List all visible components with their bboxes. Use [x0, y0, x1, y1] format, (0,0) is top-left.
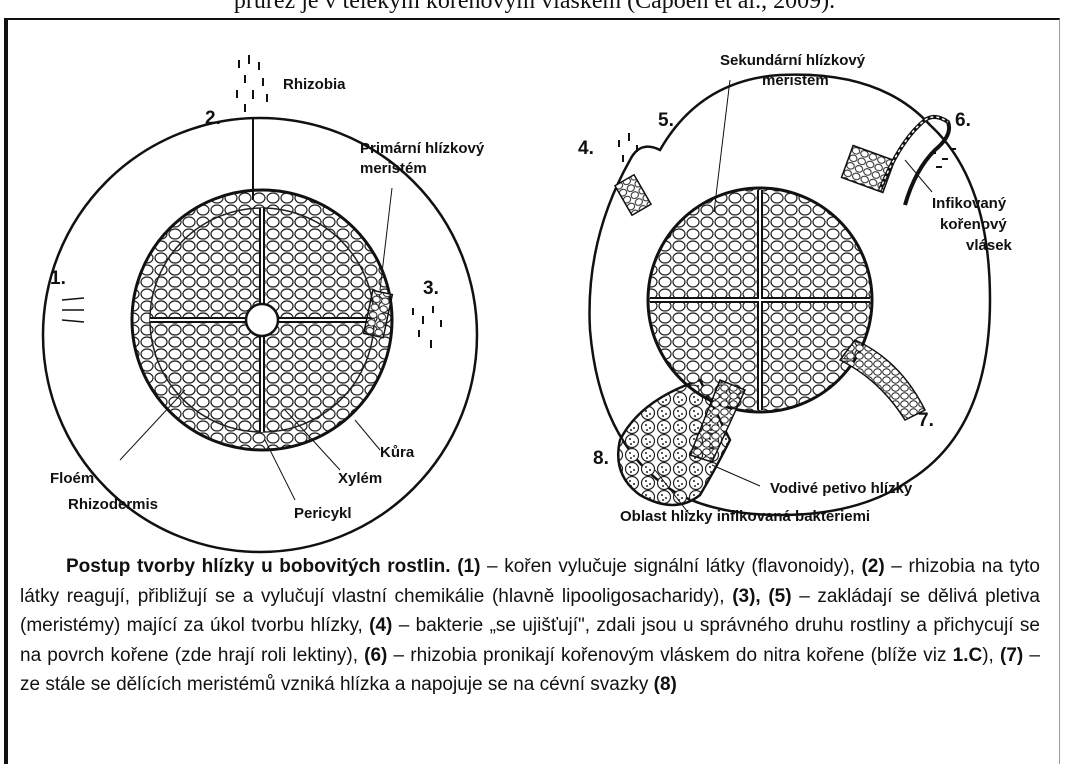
caption-m6: (6) [364, 645, 387, 666]
caption-m4: (4) [369, 615, 392, 636]
caption-t1: – kořen vylučuje signální látky (flavono… [480, 556, 861, 577]
floem-label: Floém [50, 470, 94, 487]
vodive-petivo-label: Vodivé petivo hlízky [770, 480, 912, 497]
rhizobia-dots-top [236, 55, 268, 112]
infected-hair-label-2: kořenový [940, 216, 1007, 233]
caption-title: Postup tvorby hlízky u bobovitých rostli… [66, 556, 451, 577]
step-number-8: 8. [593, 448, 609, 470]
caption-m3: (3), (5) [732, 586, 791, 607]
pericykl-label: Pericykl [294, 505, 352, 522]
secondary-meristem-label-1: Sekundární hlízkový [720, 52, 865, 69]
caption-m1: (1) [457, 556, 480, 577]
infected-hair-label-1: Infikovaný [932, 195, 1006, 212]
primary-meristem-label-1: Primární hlízkový [360, 140, 484, 157]
step-number-6: 6. [955, 110, 971, 132]
caption-m2: (2) [861, 556, 884, 577]
rhizobia-label: Rhizobia [283, 76, 346, 93]
caption-t6: – rhizobia pronikají kořenovým vláskem d… [387, 645, 952, 666]
step-number-3: 3. [423, 278, 439, 300]
secondary-meristem-label-2: meristém [762, 72, 829, 89]
figure-caption: Postup tvorby hlízky u bobovitých rostli… [20, 552, 1040, 700]
oblast-label: Oblast hlízky infikovaná bakteriemi [620, 508, 870, 525]
step-number-7: 7. [918, 410, 934, 432]
right-nodule-section [590, 75, 991, 515]
caption-m8: (8) [654, 674, 677, 695]
xylem-label: Xylém [338, 470, 382, 487]
primary-meristem-label-2: meristém [360, 160, 427, 177]
step-number-1: 1. [50, 268, 66, 290]
caption-tref: ), [982, 645, 1000, 666]
left-root-section [43, 55, 477, 552]
step-number-5: 5. [658, 110, 674, 132]
step-number-4: 4. [578, 138, 594, 160]
kura-label: Kůra [380, 444, 414, 461]
center-cell [246, 304, 278, 336]
rhizodermis-label: Rhizodermis [68, 496, 158, 513]
step-number-2: 2. [205, 108, 221, 130]
caption-m7: (7) [1000, 645, 1023, 666]
caption-ref: 1.C [953, 645, 983, 666]
infected-hair-label-3: vlásek [966, 237, 1012, 254]
